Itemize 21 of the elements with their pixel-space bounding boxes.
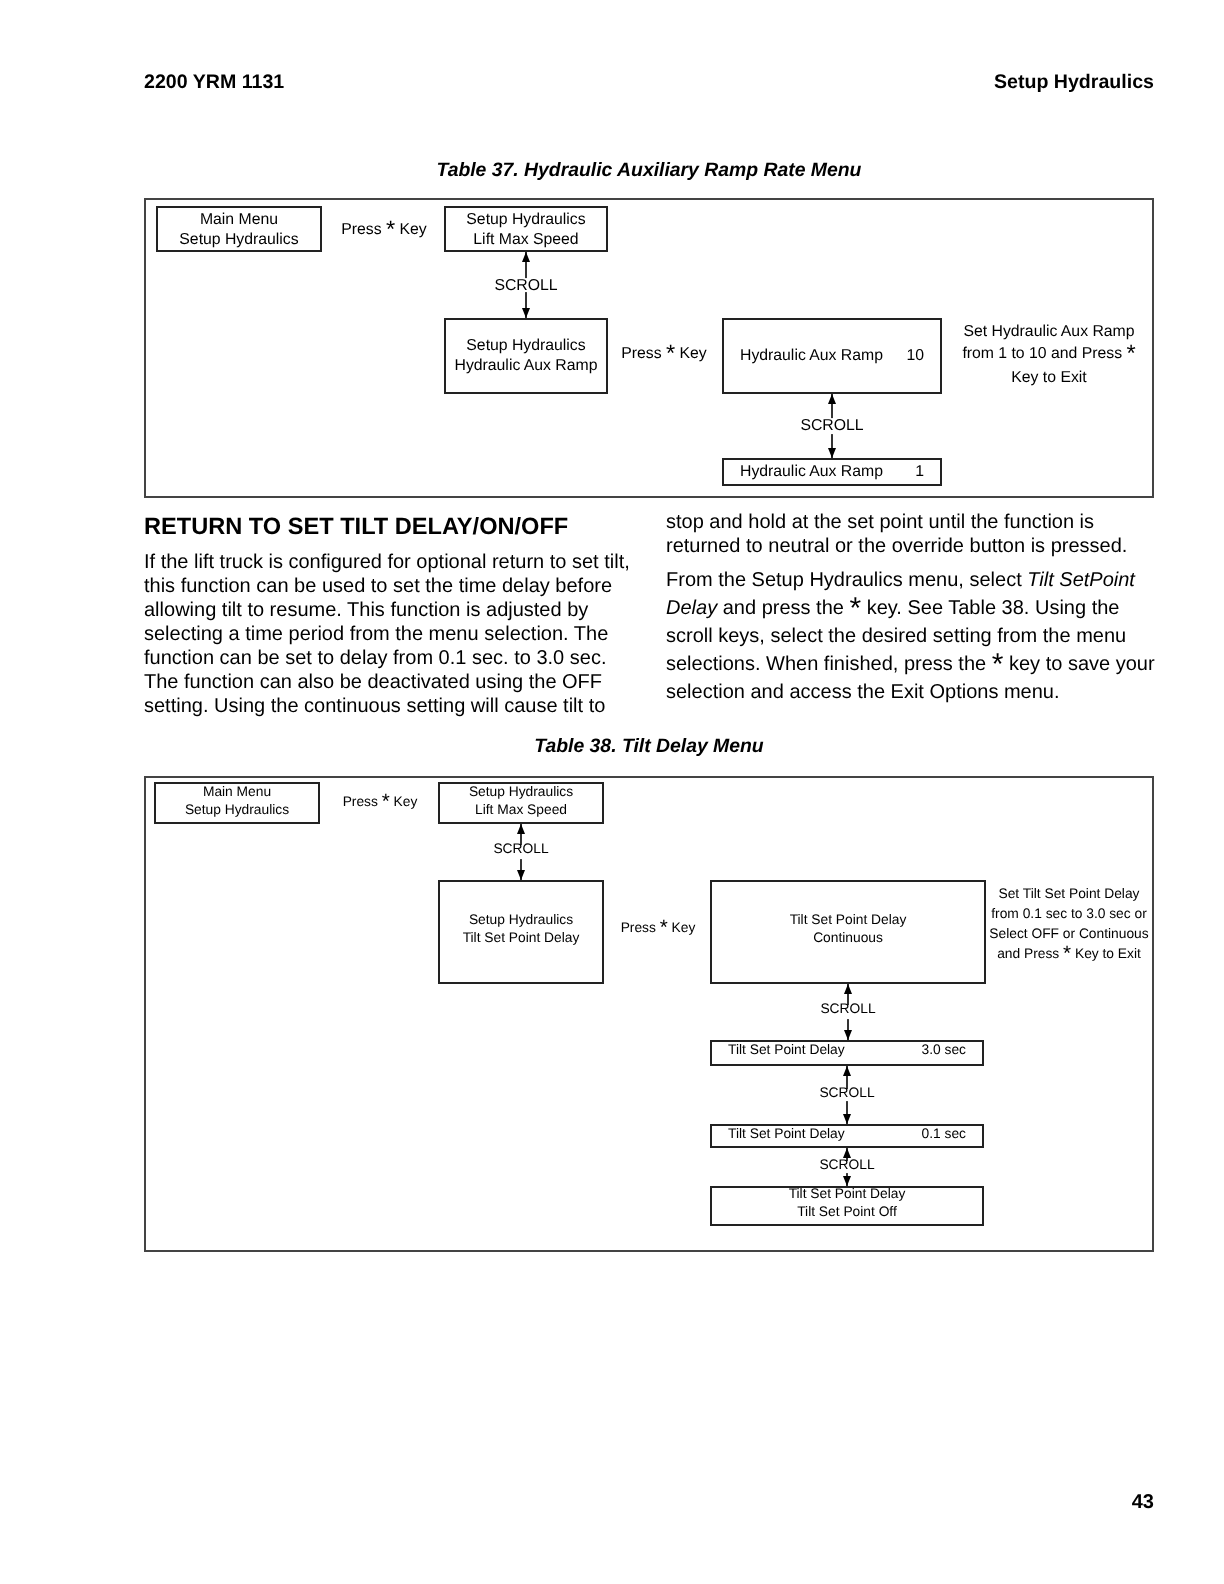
- menu-screen-box: [710, 880, 986, 984]
- menu-screen-box: [722, 458, 942, 486]
- body-paragraph: stop and hold at the set point until the function is returned to neutral or the override button is pressed.: [666, 512, 1130, 562]
- menu-screen-box: [438, 782, 604, 824]
- table-title: Table 37. Hydraulic Auxiliary Ramp Rate Menu: [436, 160, 862, 184]
- menu-screen-box: [156, 206, 322, 252]
- menu-screen-box: [722, 318, 942, 394]
- page-number: 43: [1131, 1492, 1154, 1516]
- menu-screen-box: [710, 1040, 984, 1066]
- table-title: Table 38. Tilt Delay Menu: [534, 736, 764, 760]
- document-number: 2200 YRM 1131: [144, 72, 285, 96]
- menu-screen-box: [710, 1186, 984, 1226]
- menu-screen-box: [444, 206, 608, 252]
- body-paragraph: If the lift truck is configured for optional return to set tilt, this function can be used to set the time delay before allowing tilt to resume. This function is adjusted by selecting a time period from the menu selection. The function can be set to delay from 0.1 sec. to 3.0 sec. The function can also be deactivated using the OFF setting. Using the continuous setting will cause tilt to: [144, 552, 632, 720]
- section-heading: RETURN TO SET TILT DELAY/ON/OFF: [144, 512, 569, 541]
- menu-screen-box: [444, 318, 608, 394]
- menu-screen-box: [438, 880, 604, 984]
- menu-screen-box: [154, 782, 320, 824]
- section-header: Setup Hydraulics: [993, 72, 1154, 96]
- scroll-arrow: [522, 251, 530, 319]
- menu-screen-box: [710, 1124, 984, 1148]
